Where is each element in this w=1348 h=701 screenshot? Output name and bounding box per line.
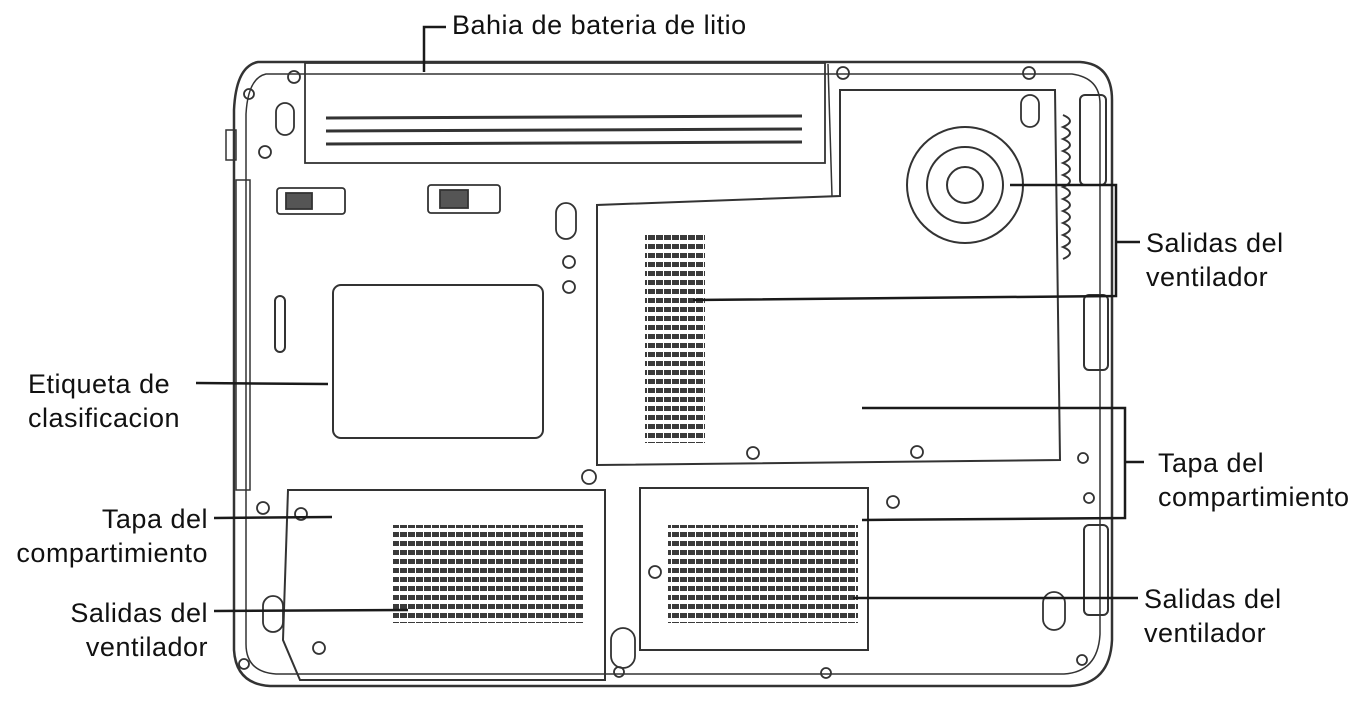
label-fan-outlets-top-right: Salidas del ventilador xyxy=(1146,226,1284,294)
rating-label-area xyxy=(274,284,544,439)
label-fan-outlets-bottom-left: Salidas del ventilador xyxy=(6,596,208,664)
label-compartment-cover-right: Tapa del compartimiento xyxy=(1158,446,1348,514)
battery-bay xyxy=(304,62,826,164)
label-line-1: Tapa del xyxy=(101,504,208,534)
label-line-1: Salidas del xyxy=(1144,584,1282,614)
label-line-2: ventilador xyxy=(1146,262,1269,292)
callout-lines xyxy=(195,25,1144,613)
compartment-bottom-right xyxy=(639,487,869,651)
label-line-2: compartimiento xyxy=(1158,482,1348,512)
label-line-2: ventilador xyxy=(85,632,208,662)
side-vent-right xyxy=(1060,94,1109,616)
label-line-2: clasificacion xyxy=(28,403,181,433)
compartment-right-large xyxy=(596,63,1062,467)
label-battery-bay: Bahia de bateria de litio xyxy=(452,10,747,40)
battery-latches xyxy=(276,184,501,215)
label-fan-outlets-bottom-right: Salidas del ventilador xyxy=(1144,582,1282,650)
label-line-1: Tapa del xyxy=(1158,448,1265,478)
label-compartment-cover-left: Tapa del compartimiento xyxy=(6,502,208,570)
label-rating: Etiqueta de clasificacion xyxy=(28,367,180,435)
screw-holes xyxy=(238,66,1095,679)
label-line-2: ventilador xyxy=(1144,618,1267,648)
label-line-1: Etiqueta de xyxy=(28,369,171,399)
chassis xyxy=(225,60,1114,688)
label-line-1: Salidas del xyxy=(70,598,208,628)
label-line-2: compartimiento xyxy=(16,538,208,568)
label-line-1: Salidas del xyxy=(1146,228,1284,258)
compartment-bottom-left xyxy=(281,489,606,681)
